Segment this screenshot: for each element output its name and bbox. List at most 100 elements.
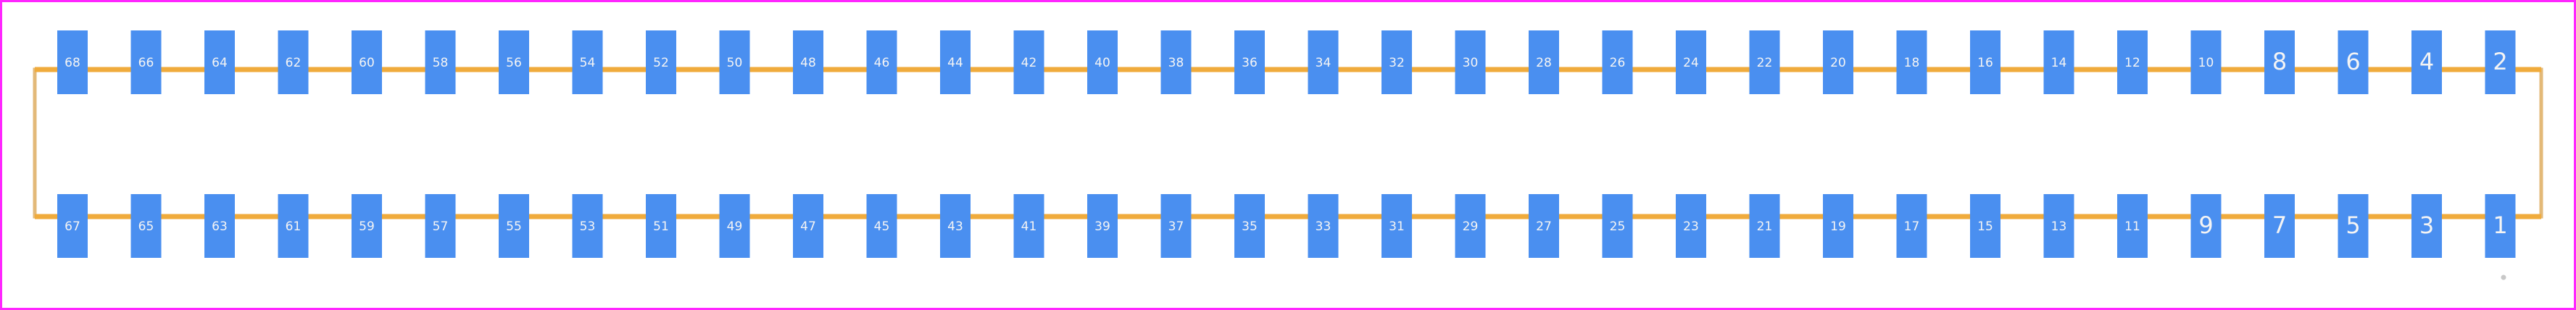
pad-18 xyxy=(1896,30,1927,94)
pad-61 xyxy=(278,194,309,258)
pad-20 xyxy=(1823,30,1853,94)
pad-63 xyxy=(204,194,235,258)
pad-37 xyxy=(1160,194,1192,258)
pad-5 xyxy=(2338,194,2369,258)
pad-36 xyxy=(1234,30,1265,94)
pad-38 xyxy=(1160,30,1192,94)
pad-label-9: 9 xyxy=(2198,211,2213,239)
pad-label-14: 14 xyxy=(2051,56,2067,70)
pad-51 xyxy=(646,194,676,258)
pad-35 xyxy=(1234,194,1265,258)
pad-label-49: 49 xyxy=(727,219,743,234)
pad-60 xyxy=(352,30,382,94)
pad-label-37: 37 xyxy=(1168,219,1184,234)
pad-34 xyxy=(1308,30,1339,94)
pad-label-8: 8 xyxy=(2272,48,2287,75)
pad-label-42: 42 xyxy=(1021,56,1037,70)
pad-58 xyxy=(425,30,456,94)
pad-21 xyxy=(1749,194,1780,258)
pad-2 xyxy=(2485,30,2516,94)
pad-label-6: 6 xyxy=(2346,48,2360,75)
pad-label-38: 38 xyxy=(1168,56,1184,70)
pad-12 xyxy=(2117,30,2148,94)
pad-label-43: 43 xyxy=(947,219,963,234)
pad-65 xyxy=(130,194,162,258)
pad-57 xyxy=(425,194,456,258)
pad-label-3: 3 xyxy=(2419,211,2434,239)
pad-59 xyxy=(352,194,382,258)
pad-label-4: 4 xyxy=(2419,48,2434,75)
pad-label-5: 5 xyxy=(2346,211,2360,239)
pad-label-50: 50 xyxy=(727,56,743,70)
pad-29 xyxy=(1455,194,1486,258)
pad-9 xyxy=(2190,194,2222,258)
pad-label-20: 20 xyxy=(1830,56,1846,70)
pad-label-21: 21 xyxy=(1757,219,1773,234)
pad-label-30: 30 xyxy=(1463,56,1479,70)
pad-label-41: 41 xyxy=(1021,219,1037,234)
pad-26 xyxy=(1602,30,1633,94)
pad-label-15: 15 xyxy=(1977,219,1993,234)
pad-label-47: 47 xyxy=(800,219,816,234)
pad-label-27: 27 xyxy=(1536,219,1552,234)
pad-14 xyxy=(2043,30,2074,94)
pad-6 xyxy=(2338,30,2369,94)
pad-label-7: 7 xyxy=(2272,211,2287,239)
pad-33 xyxy=(1308,194,1339,258)
pad-41 xyxy=(1013,194,1044,258)
pad-11 xyxy=(2117,194,2148,258)
pad-label-63: 63 xyxy=(212,219,228,234)
pad-54 xyxy=(572,30,603,94)
pad-label-31: 31 xyxy=(1389,219,1405,234)
pad-label-39: 39 xyxy=(1094,219,1110,234)
pad-7 xyxy=(2264,194,2295,258)
pad-67 xyxy=(57,194,88,258)
pad-label-52: 52 xyxy=(653,56,669,70)
pad-label-45: 45 xyxy=(874,219,890,234)
pad-50 xyxy=(719,30,750,94)
pad-label-35: 35 xyxy=(1242,219,1258,234)
pad-3 xyxy=(2411,194,2442,258)
pad-label-68: 68 xyxy=(65,56,80,70)
pad-16 xyxy=(1970,30,2000,94)
pad-15 xyxy=(1970,194,2000,258)
pad-53 xyxy=(572,194,603,258)
pad-label-64: 64 xyxy=(212,56,228,70)
pad-19 xyxy=(1823,194,1853,258)
pad-label-40: 40 xyxy=(1094,56,1110,70)
pad-label-11: 11 xyxy=(2124,219,2140,234)
pad-label-10: 10 xyxy=(2198,56,2214,70)
pad-40 xyxy=(1087,30,1118,94)
pad-31 xyxy=(1382,194,1412,258)
pad-label-22: 22 xyxy=(1757,56,1773,70)
pad-label-53: 53 xyxy=(580,219,596,234)
pad-label-12: 12 xyxy=(2124,56,2140,70)
pad-44 xyxy=(940,30,971,94)
pad-label-36: 36 xyxy=(1242,56,1258,70)
pad-label-24: 24 xyxy=(1683,56,1699,70)
pad-label-16: 16 xyxy=(1977,56,1993,70)
pad-label-17: 17 xyxy=(1904,219,1920,234)
pad-label-25: 25 xyxy=(1610,219,1626,234)
pad-46 xyxy=(866,30,897,94)
pad-label-29: 29 xyxy=(1463,219,1479,234)
pad-label-67: 67 xyxy=(65,219,80,234)
pad-label-66: 66 xyxy=(138,56,154,70)
pad-label-65: 65 xyxy=(138,219,154,234)
pad-10 xyxy=(2190,30,2222,94)
pad-56 xyxy=(499,30,529,94)
pad-1 xyxy=(2485,194,2516,258)
pad-label-2: 2 xyxy=(2493,48,2507,75)
pad-62 xyxy=(278,30,309,94)
pad-42 xyxy=(1013,30,1044,94)
pad-64 xyxy=(204,30,235,94)
pad-label-55: 55 xyxy=(506,219,522,234)
pad-label-54: 54 xyxy=(580,56,596,70)
pad-22 xyxy=(1749,30,1780,94)
pad-27 xyxy=(1529,194,1559,258)
pad-label-26: 26 xyxy=(1610,56,1626,70)
pad-label-59: 59 xyxy=(359,219,375,234)
pad-label-48: 48 xyxy=(800,56,816,70)
